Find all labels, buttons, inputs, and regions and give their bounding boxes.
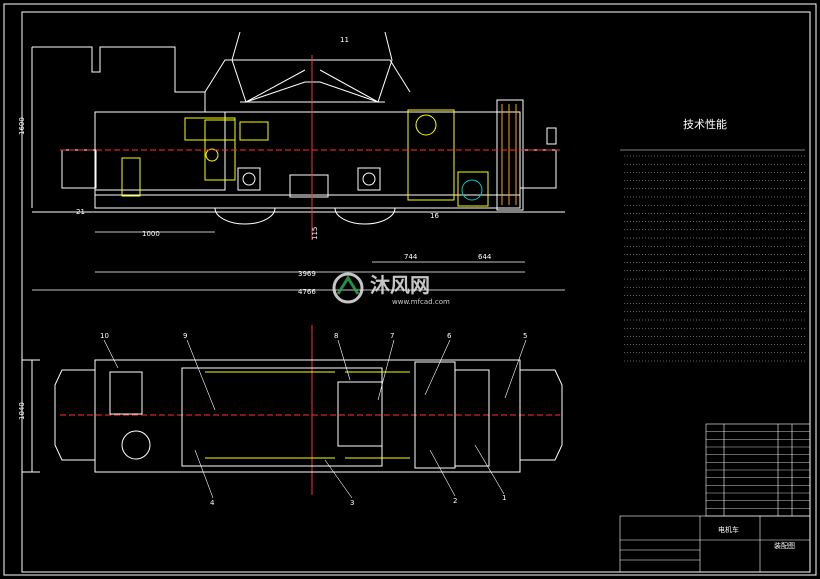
- plan-frame: [94, 359, 521, 473]
- tech-rows: [624, 155, 805, 362]
- air-compressor: [239, 121, 269, 141]
- plan-round-hatch: [121, 430, 151, 460]
- dim-1000-label: 1000: [142, 230, 160, 238]
- watermark-text: 沐风网: [370, 273, 430, 297]
- plan-left-bumper: [54, 369, 95, 461]
- resistor-box: [496, 99, 524, 211]
- balloon-11: 11: [340, 36, 349, 44]
- leader-1: [474, 444, 505, 495]
- watermark-logo-icon: [332, 272, 364, 304]
- pantograph-left: [231, 31, 306, 103]
- dim-21-label: 21: [76, 208, 85, 216]
- watermark: 沐风网 www.mfcad.com: [332, 272, 450, 306]
- balloon-3: 3: [350, 499, 354, 507]
- leader-2: [429, 449, 456, 497]
- roof-hood: [204, 59, 411, 93]
- plan-cab-seat: [109, 371, 143, 415]
- balloon-10: 10: [100, 332, 109, 340]
- leader-10: [103, 339, 119, 369]
- balloon-6: 6: [447, 332, 452, 340]
- title-block-frame: [619, 515, 811, 573]
- balloon-4: 4: [210, 499, 215, 507]
- balloon-9: 9: [183, 332, 187, 340]
- dim-height-label: 1600: [18, 117, 26, 135]
- plan-view: [22, 359, 563, 473]
- motor-box-1: [237, 167, 261, 191]
- dim-115-label: 115: [311, 227, 319, 240]
- leader-4: [194, 449, 214, 499]
- plan-balloons: 10 9 8 7 6 5 4 3 2 1: [100, 332, 527, 507]
- tech-title: 技术性能: [683, 117, 727, 131]
- leader-5: [504, 339, 527, 399]
- handwheel: [205, 148, 219, 162]
- body-frame: [94, 111, 521, 209]
- front-dimensions: [31, 48, 565, 291]
- center-lines: [60, 55, 560, 495]
- title-drawing-type: 装配图: [774, 541, 795, 550]
- pantograph-right: [319, 31, 393, 103]
- plan-yellow-rods: [205, 371, 410, 459]
- leader-lines: [103, 339, 527, 499]
- leader-7: [377, 339, 395, 401]
- dim-1040-label: 1040: [18, 402, 26, 420]
- front-view: [31, 31, 565, 225]
- leader-6: [424, 339, 451, 396]
- motor-box-2: [289, 174, 329, 198]
- motor-3: [362, 172, 376, 186]
- yellow-components: [121, 109, 489, 207]
- cabinet-right: [407, 109, 455, 201]
- plan-bogie: [181, 367, 383, 467]
- motor-1: [242, 172, 256, 186]
- controller: [184, 117, 236, 141]
- watermark-logo-mark: [336, 275, 360, 295]
- dim-3969-label: 3969: [298, 270, 316, 278]
- title-name: 电机车: [718, 525, 739, 534]
- leader-8: [337, 339, 351, 381]
- dim-4766-label: 4766: [298, 288, 316, 296]
- balloon-7: 7: [390, 332, 394, 340]
- balloon-8: 8: [334, 332, 338, 340]
- watermark-url: www.mfcad.com: [392, 298, 450, 306]
- balloon-2: 2: [453, 497, 457, 505]
- balloon-5: 5: [523, 332, 527, 340]
- sheet-inner-border: [21, 11, 811, 573]
- sheet-outer-border: [3, 3, 817, 576]
- motor-box-3: [357, 167, 381, 191]
- dim-16-label: 16: [430, 212, 439, 220]
- right-bumper: [519, 149, 557, 189]
- plan-compressor: [337, 381, 383, 447]
- balloon-1: 1: [502, 494, 506, 502]
- left-bumper: [61, 149, 97, 189]
- right-lamp: [546, 127, 557, 145]
- title-block: [619, 515, 811, 573]
- dim-644-label: 644: [478, 253, 492, 261]
- leader-3: [324, 459, 353, 499]
- parts-rows: [706, 431, 810, 509]
- front-wheel: [214, 207, 276, 225]
- leader-9: [186, 339, 216, 411]
- horn: [415, 114, 437, 136]
- rear-wheel: [334, 207, 396, 225]
- tank: [457, 171, 489, 207]
- plan-right-bumper: [520, 369, 563, 461]
- seat-post: [121, 157, 141, 197]
- tank-cylinder: [461, 179, 483, 201]
- plan-tank: [454, 369, 490, 467]
- dim-744-label: 744: [404, 253, 418, 261]
